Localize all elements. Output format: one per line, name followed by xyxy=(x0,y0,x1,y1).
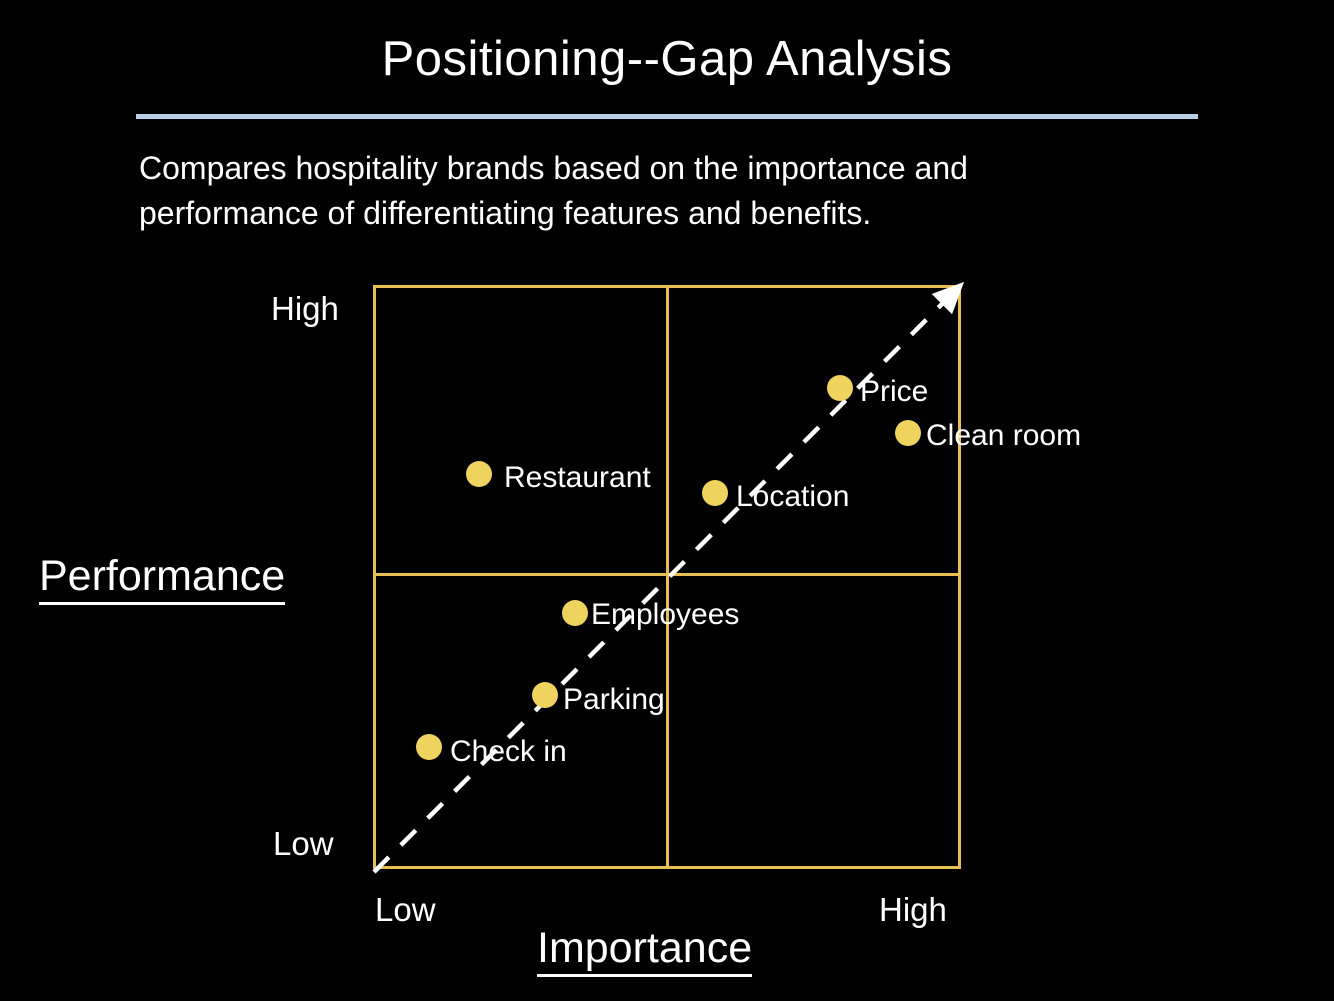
data-point-label-check-in: Check in xyxy=(450,735,567,768)
quadrant-divider-vertical xyxy=(666,285,669,869)
y-axis-title: Performance xyxy=(39,555,286,605)
data-point-label-parking: Parking xyxy=(563,683,665,716)
data-point-label-employees: Employees xyxy=(591,598,740,631)
slide-subtitle: Compares hospitality brands based on the… xyxy=(139,150,968,232)
quadrant-divider-horizontal xyxy=(373,573,961,576)
page-title: Positioning--Gap Analysis xyxy=(381,32,953,86)
title-divider xyxy=(136,114,1198,119)
y-axis-tick-low: Low xyxy=(273,825,334,862)
y-axis-tick-high: High xyxy=(271,290,339,327)
data-point-label-location: Location xyxy=(736,480,850,513)
data-point-label-price: Price xyxy=(860,375,929,408)
data-point-label-restaurant: Restaurant xyxy=(504,461,651,494)
data-point-restaurant[interactable] xyxy=(466,461,492,487)
x-axis-title: Importance xyxy=(537,927,753,977)
data-point-employees[interactable] xyxy=(562,600,588,626)
x-axis-tick-high: High xyxy=(879,891,947,928)
data-point-location[interactable] xyxy=(702,480,728,506)
data-point-parking[interactable] xyxy=(532,682,558,708)
data-point-label-clean-room: Clean room xyxy=(926,419,1082,452)
data-point-clean-room[interactable] xyxy=(895,420,921,446)
x-axis-tick-low: Low xyxy=(375,891,436,928)
data-point-price[interactable] xyxy=(827,375,853,401)
data-point-check-in[interactable] xyxy=(416,734,442,760)
